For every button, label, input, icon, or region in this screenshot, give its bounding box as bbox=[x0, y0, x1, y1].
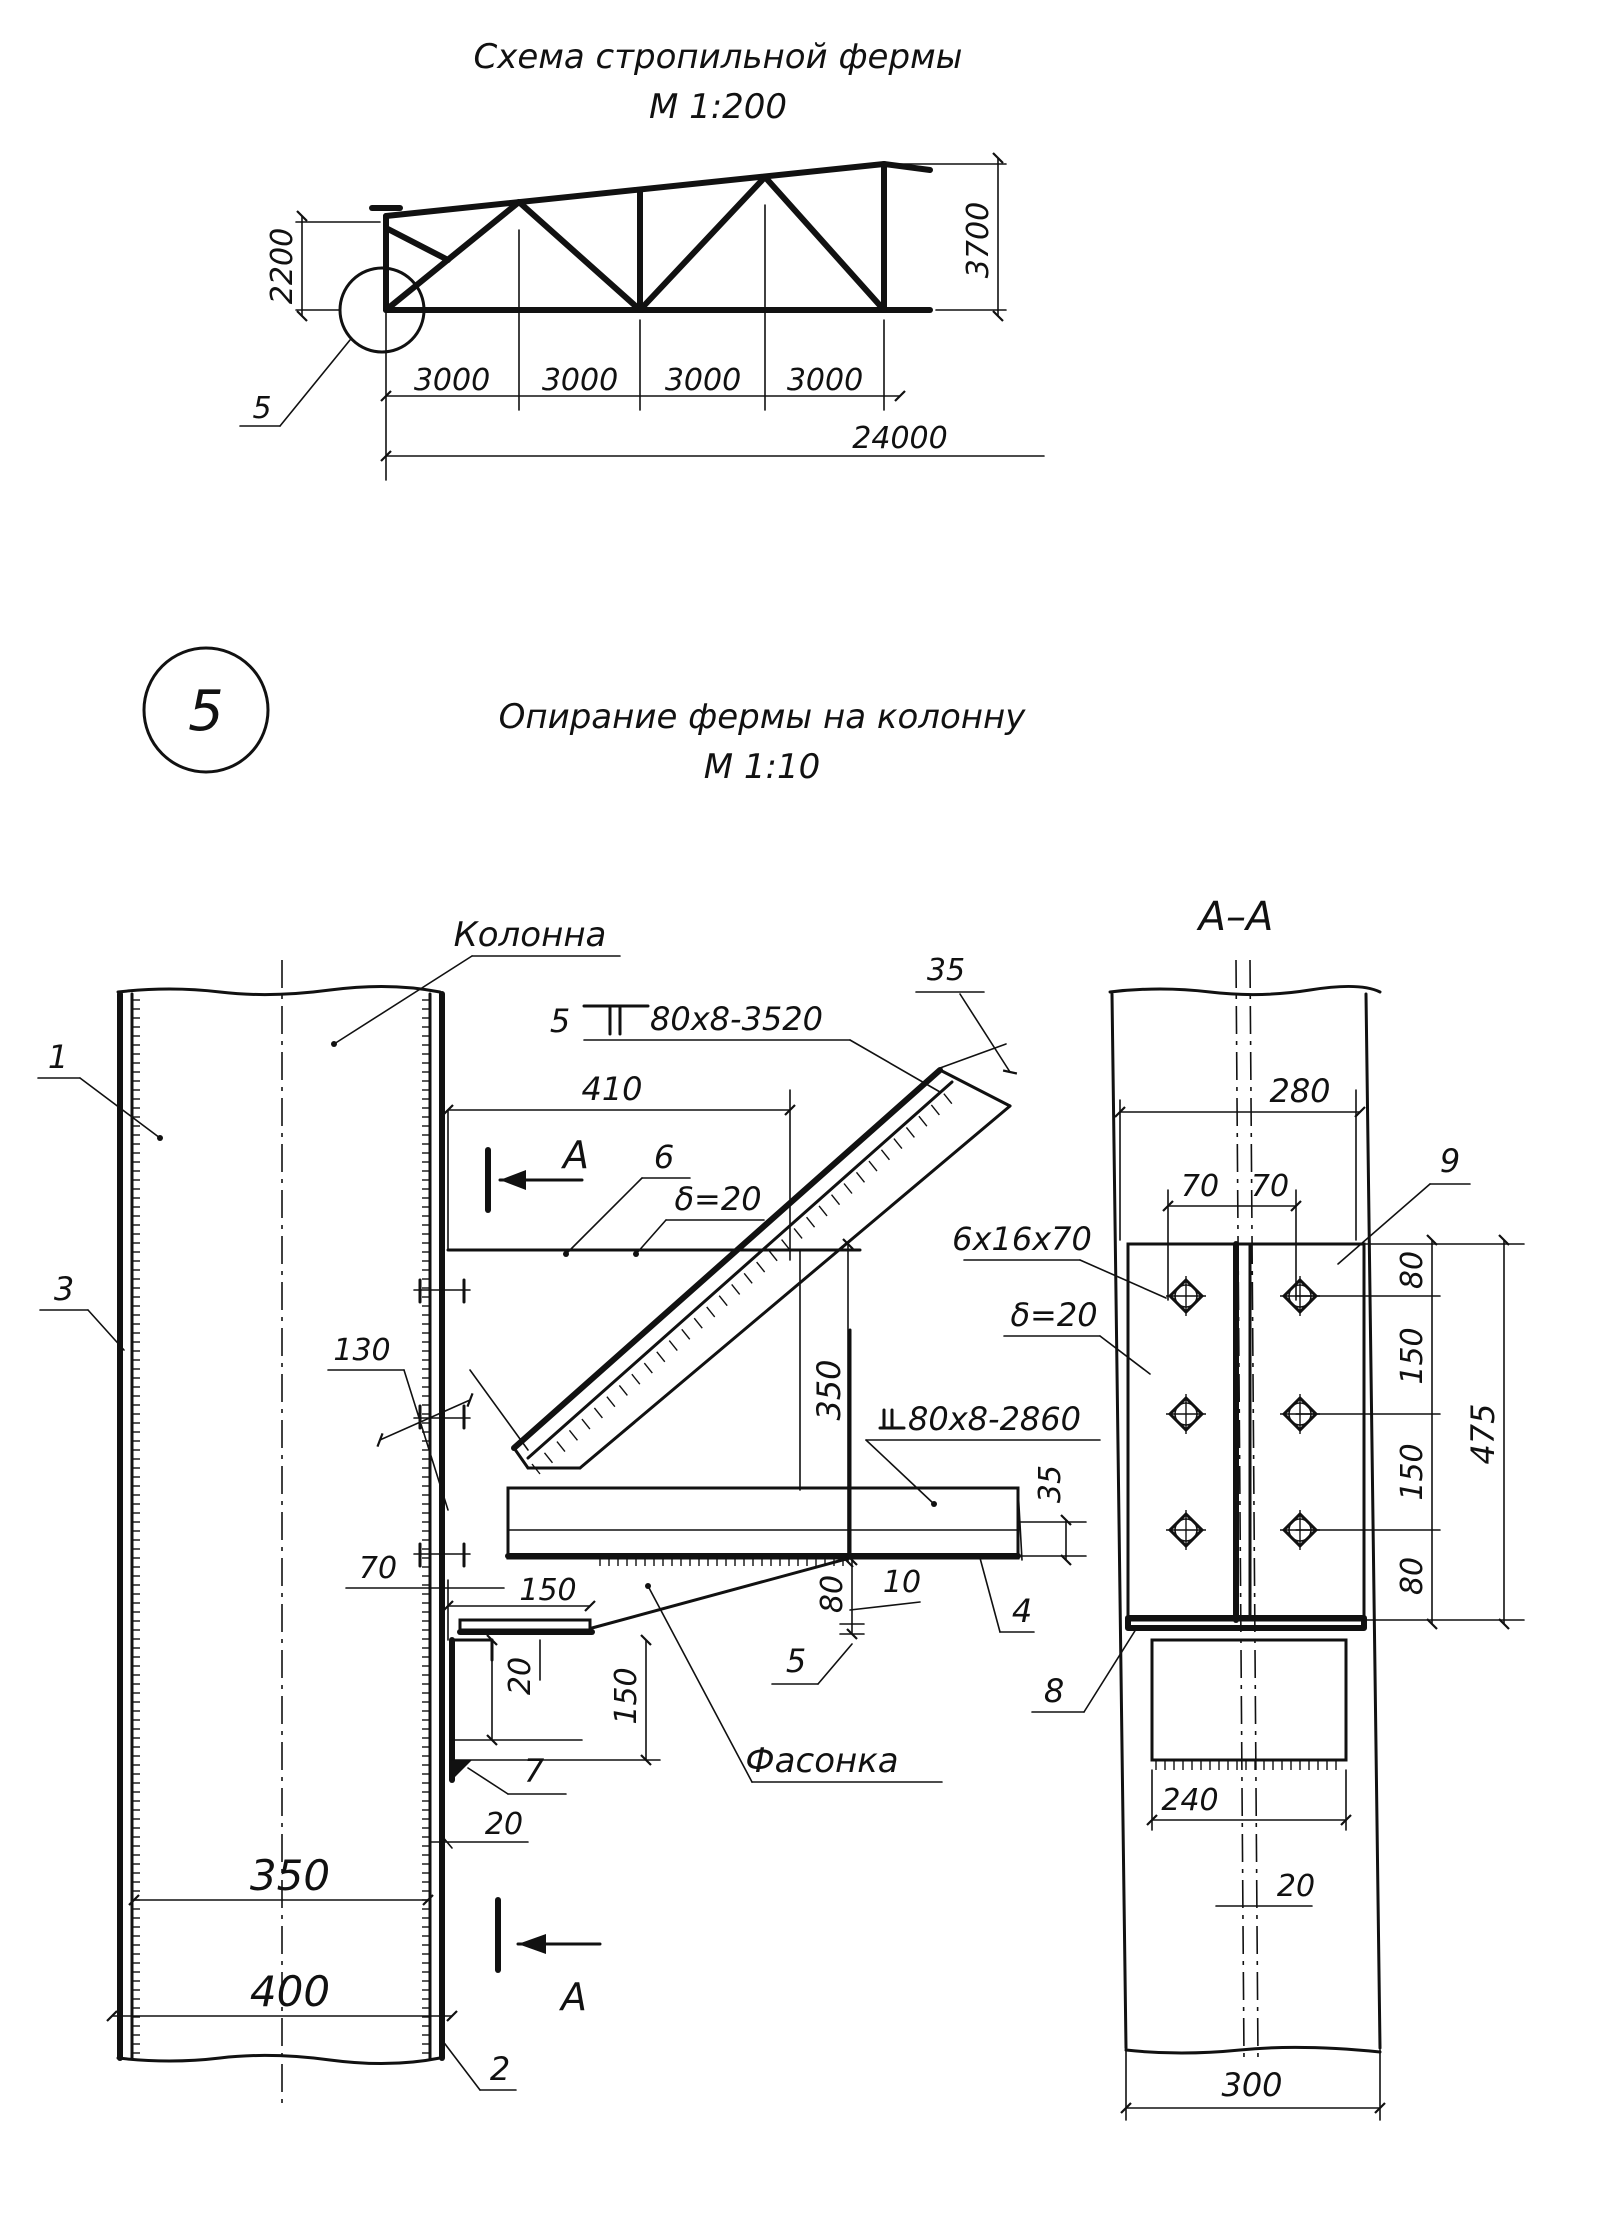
support-table bbox=[449, 1618, 595, 1783]
section-mark-top: А bbox=[560, 1133, 589, 1177]
section-plate-thickness: δ=20 bbox=[1010, 1296, 1097, 1334]
dim-70: 70 bbox=[359, 1551, 397, 1586]
dim-350-vertical: 350 bbox=[810, 1359, 848, 1420]
section-aa: А–А 280 70 70 9 bbox=[952, 894, 1525, 2121]
tee-angle-icon bbox=[582, 1004, 650, 1036]
dim-400: 400 bbox=[250, 1967, 330, 2016]
dim-20-a: 20 bbox=[503, 1657, 538, 1695]
pos-4: 4 bbox=[1012, 1592, 1032, 1630]
detail-badge bbox=[142, 646, 270, 774]
bolts-spec: 6х16х70 bbox=[952, 1220, 1092, 1258]
truss-scheme-scale: М 1:200 bbox=[649, 87, 787, 127]
truss-scheme-title: Схема стропильной фермы bbox=[473, 37, 962, 77]
dim-3700: 3700 bbox=[961, 202, 996, 278]
pos-1: 1 bbox=[48, 1038, 68, 1076]
dim-475: 475 bbox=[1464, 1403, 1502, 1464]
dim-80-bottom: 80 bbox=[1395, 1557, 1430, 1595]
bottom-chord bbox=[505, 1486, 1023, 1566]
detail-badge-number: 5 bbox=[188, 679, 224, 744]
detail-title: Опирание фермы на колонну bbox=[499, 697, 1027, 737]
double-angle-icon bbox=[878, 1408, 906, 1430]
pos-5: 5 bbox=[786, 1642, 806, 1680]
end-plate bbox=[1125, 1241, 1367, 1631]
pos-9: 9 bbox=[1440, 1142, 1460, 1180]
diagonal-member-spec: 80х8-3520 bbox=[650, 1000, 823, 1038]
dim-panel-4: 3000 bbox=[787, 363, 863, 398]
section-title: А–А bbox=[1196, 894, 1274, 940]
weld-hatch-right bbox=[422, 999, 430, 2054]
weld-hatch-left bbox=[132, 999, 140, 2054]
node-ref-label: 5 bbox=[252, 391, 271, 426]
detail-scale: М 1:10 bbox=[704, 747, 821, 787]
column bbox=[116, 960, 445, 2110]
dim-150-horizontal: 150 bbox=[519, 1573, 576, 1608]
dim-130: 130 bbox=[333, 1333, 390, 1368]
pos-3: 3 bbox=[54, 1270, 74, 1308]
bolt-marks bbox=[413, 1278, 471, 1568]
detail-header: 5 Опирание фермы на колонну М 1:10 bbox=[142, 646, 1027, 787]
dim-35-chord: 35 bbox=[1033, 1465, 1068, 1503]
dim-150-a: 150 bbox=[1395, 1327, 1430, 1384]
truss-outline bbox=[369, 161, 933, 313]
dim-80-top: 80 bbox=[1395, 1251, 1430, 1289]
diagonal-angle bbox=[511, 1067, 1012, 1475]
dim-20-b: 20 bbox=[485, 1807, 523, 1842]
dim-80: 80 bbox=[815, 1575, 850, 1613]
dim-panel-1: 3000 bbox=[414, 363, 490, 398]
dim-280: 280 bbox=[1269, 1072, 1330, 1110]
dim-2200: 2200 bbox=[265, 228, 300, 304]
plate-thickness: δ=20 bbox=[674, 1180, 761, 1218]
dim-70-right: 70 bbox=[1251, 1169, 1289, 1204]
dim-410: 410 bbox=[581, 1070, 642, 1108]
diagonal-member-no: 5 bbox=[550, 1002, 570, 1040]
dim-150-b: 150 bbox=[1395, 1443, 1430, 1500]
dim-35-top: 35 bbox=[927, 953, 965, 988]
dim-panel-2: 3000 bbox=[542, 363, 618, 398]
pos-8: 8 bbox=[1044, 1672, 1064, 1710]
dim-20: 20 bbox=[1277, 1869, 1315, 1904]
elevation-view: Колонна 1 3 2 5 80х8-3520 35 4 bbox=[37, 915, 1101, 2110]
dim-panel-3: 3000 bbox=[665, 363, 741, 398]
dim-350: 350 bbox=[250, 1851, 330, 1900]
dim-150-vertical: 150 bbox=[609, 1667, 644, 1724]
dim-span: 24000 bbox=[852, 421, 947, 456]
pos-6: 6 bbox=[654, 1138, 674, 1176]
dim-300: 300 bbox=[1221, 2066, 1282, 2104]
dim-10: 10 bbox=[883, 1565, 921, 1600]
chord-member-spec: 80х8-2860 bbox=[908, 1400, 1081, 1438]
dim-240: 240 bbox=[1161, 1783, 1218, 1818]
pos-2: 2 bbox=[490, 2050, 510, 2088]
pos-7: 7 bbox=[524, 1752, 545, 1790]
gusset-label: Фасонка bbox=[745, 1741, 898, 1781]
section-mark-bottom: А bbox=[558, 1975, 587, 2019]
support-block bbox=[1150, 1638, 1348, 1770]
bolt-group bbox=[1166, 1276, 1320, 1550]
dim-70-left: 70 bbox=[1181, 1169, 1219, 1204]
truss-scheme: Схема стропильной фермы М 1:200 2200 bbox=[239, 37, 1045, 481]
column-label: Колонна bbox=[454, 915, 607, 955]
